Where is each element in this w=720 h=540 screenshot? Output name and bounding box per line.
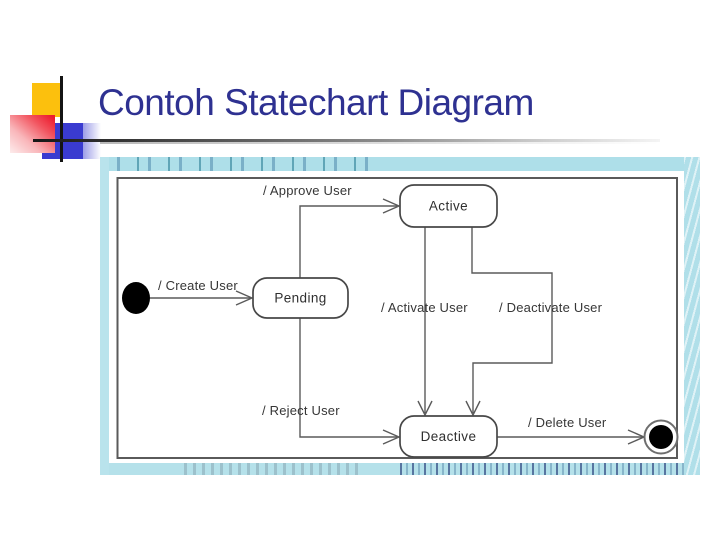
decoration-vertical-line [60, 76, 63, 162]
decoration-yellow-square [32, 83, 62, 117]
state-active-label: Active [429, 199, 468, 214]
transition-approve-label: / Approve User [263, 183, 352, 198]
transition-create-label: / Create User [158, 278, 238, 293]
diagram-frame-top [100, 157, 700, 171]
transition-reject-arrowhead [382, 429, 401, 445]
state-deactive-label: Deactive [421, 429, 477, 444]
decoration-red-gradient-square [10, 115, 55, 153]
state-deactive-box [399, 415, 498, 458]
transition-deactivate-arrowhead [465, 400, 481, 417]
diagram-frame-left [100, 157, 109, 475]
transition-delete-label: / Delete User [528, 415, 607, 430]
transition-activate-arrowhead [417, 400, 433, 417]
transition-reject-label: / Reject User [262, 403, 340, 418]
initial-state [122, 282, 150, 314]
transition-approve-arrowhead [382, 198, 401, 214]
transition-approve-line [299, 205, 397, 278]
state-pending-box [252, 277, 349, 319]
slide-title: Contoh Statechart Diagram [98, 82, 534, 123]
transition-deactivate-line [471, 227, 553, 413]
title-underline-rule [33, 139, 660, 142]
transition-deactivate-label: / Deactivate User [499, 300, 603, 315]
transition-activate-label: / Activate User [381, 300, 468, 315]
state-pending-label: Pending [274, 291, 326, 306]
diagram-frame-bottom [100, 463, 700, 475]
final-state-dot [649, 425, 673, 449]
transition-create-arrowhead [235, 290, 254, 306]
title-underline-rule-shadow [100, 142, 660, 144]
diagram-border [116, 177, 678, 459]
state-active-box [399, 184, 498, 228]
transition-reject-line [299, 318, 397, 438]
diagram-frame-right [684, 157, 700, 475]
